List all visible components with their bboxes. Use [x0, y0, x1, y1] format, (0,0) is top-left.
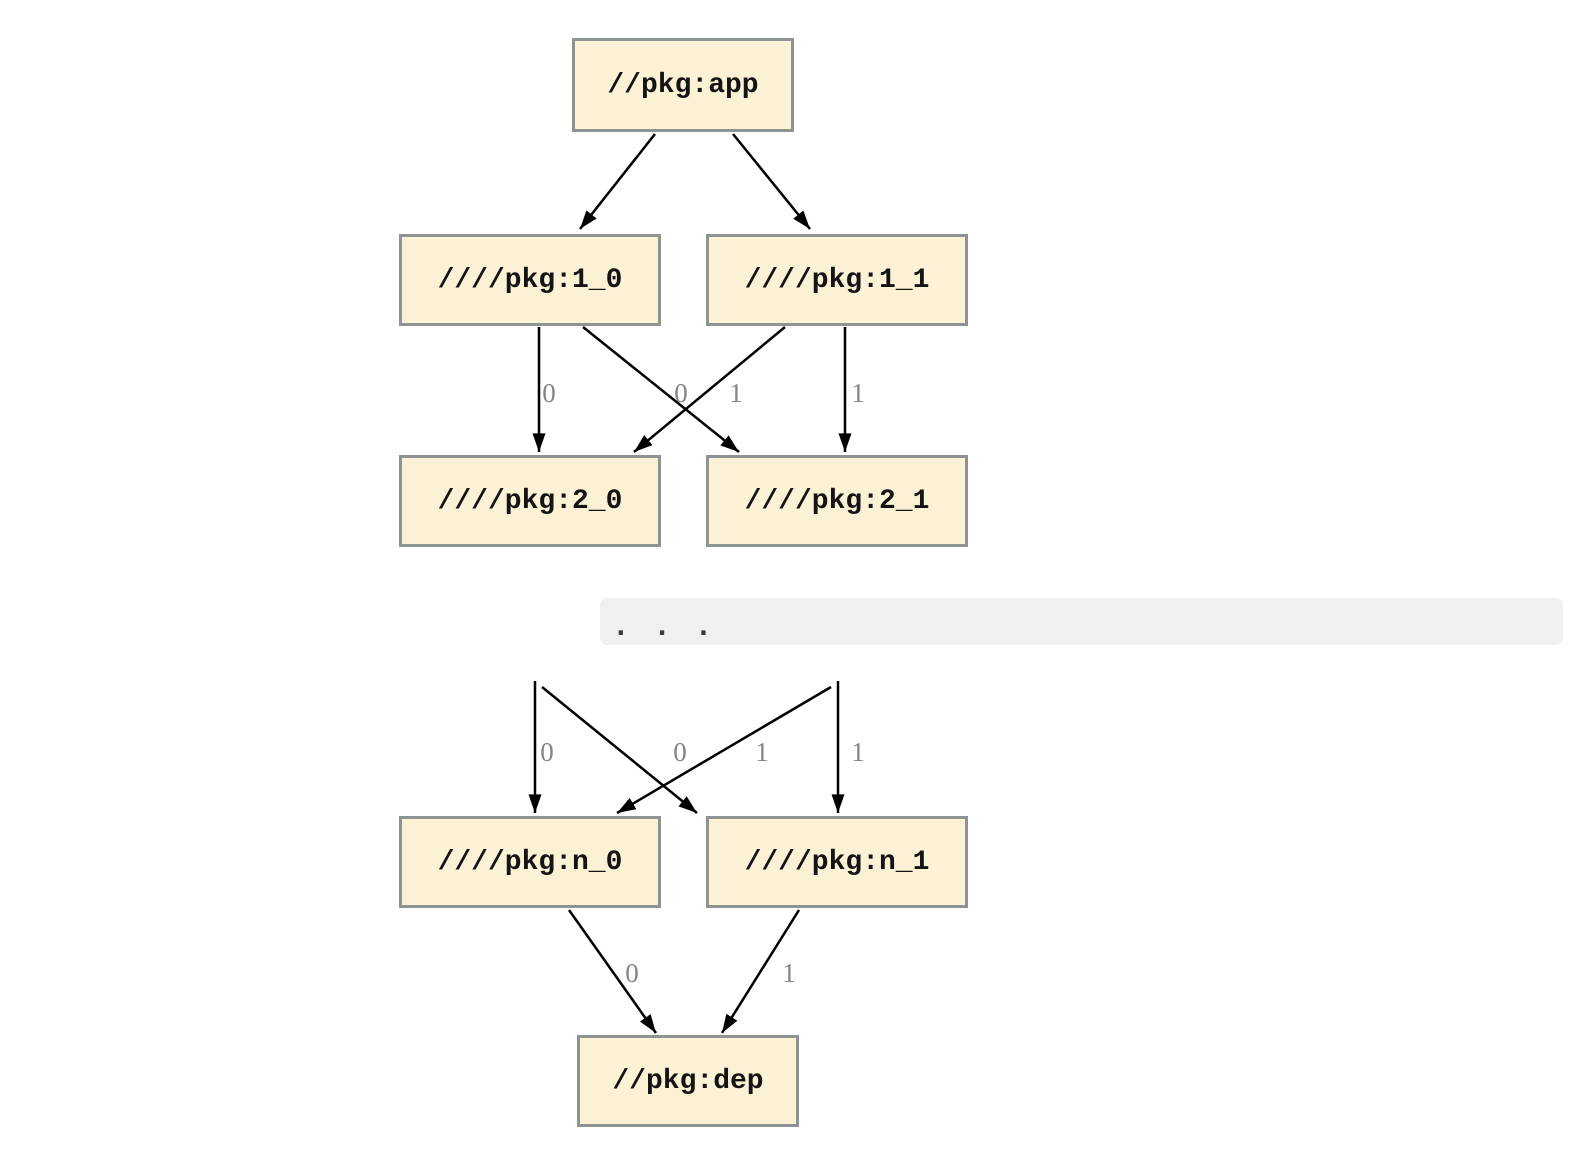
node-pkg-dep: //pkg:dep	[577, 1035, 799, 1127]
edge-label-prev-n_1-cross: 1	[755, 737, 769, 767]
node-pkg-1-0: ////pkg:1_0	[399, 234, 661, 326]
node-pkg-app: //pkg:app	[572, 38, 794, 132]
node-pkg-n-1: ////pkg:n_1	[706, 816, 968, 908]
node-pkg-2-0: ////pkg:2_0	[399, 455, 661, 547]
edge-label-1_1-2_1: 1	[851, 378, 865, 408]
node-pkg-n-0: ////pkg:n_0	[399, 816, 661, 908]
ellipsis-band: . . .	[600, 598, 1563, 645]
edge-label-prev-n_0-cross: 0	[673, 737, 687, 767]
edge-label-1_0-2_1: 1	[729, 378, 743, 408]
edge-n_0-to-dep	[567, 909, 658, 1034]
edge-label-n_1-dep: 1	[782, 958, 796, 988]
edge-app-to-1_1	[732, 133, 811, 230]
edge-prev-to-n_0-cross	[616, 685, 832, 815]
edge-label-prev-n_0-straight: 0	[540, 737, 554, 767]
edge-label-1_0-2_0: 0	[542, 378, 556, 408]
node-pkg-1-1: ////pkg:1_1	[706, 234, 968, 326]
edge-1_1-to-2_0	[633, 326, 786, 453]
edge-1_0-to-2_1	[582, 326, 740, 453]
edge-label-prev-n_1-straight: 1	[851, 737, 865, 767]
edge-n_1-to-dep	[720, 909, 801, 1034]
edge-app-to-1_0	[579, 133, 656, 230]
ellipsis-dots: . . .	[613, 611, 713, 642]
edge-prev-to-n_1-cross	[541, 686, 698, 814]
edge-label-n_0-dep: 0	[625, 958, 639, 988]
node-pkg-2-1: ////pkg:2_1	[706, 455, 968, 547]
edge-label-1_1-2_0: 0	[674, 378, 688, 408]
